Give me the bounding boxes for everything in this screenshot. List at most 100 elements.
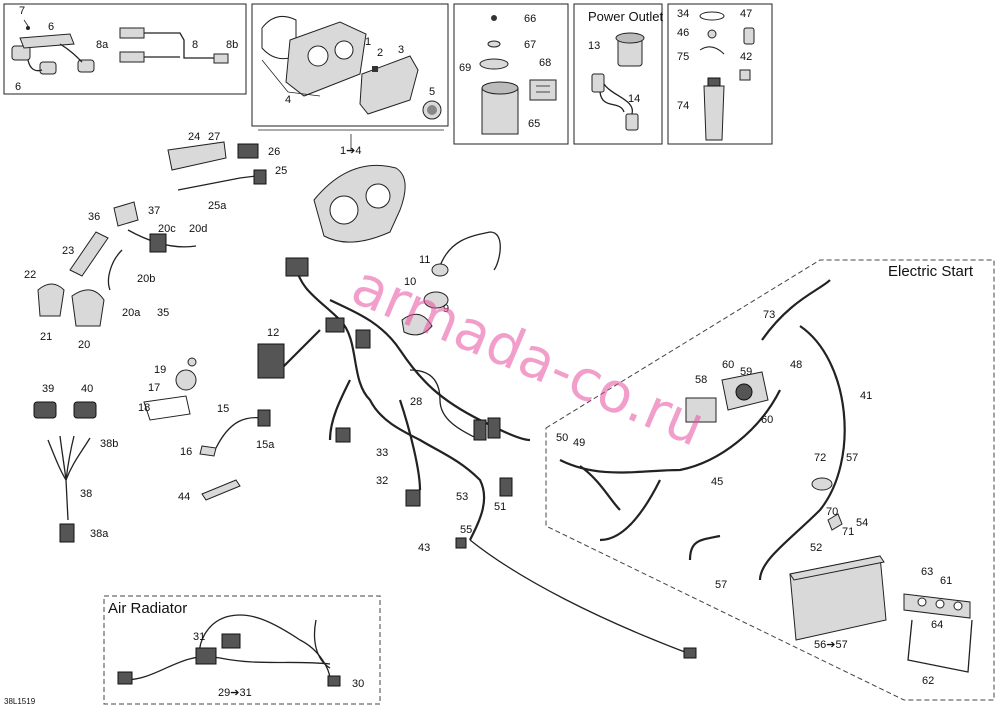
drawing-id: 38L1519 <box>4 697 36 706</box>
callout-68: 68 <box>539 57 551 69</box>
callout-60: 60 <box>722 359 734 371</box>
callout-59: 59 <box>740 366 752 378</box>
box-instrument-cluster <box>251 3 449 127</box>
callout-63: 63 <box>921 566 933 578</box>
callout-44: 44 <box>178 491 190 503</box>
section-title-electric-start: Electric Start <box>888 263 974 280</box>
callout-2: 2 <box>377 47 383 59</box>
key-switch-parts <box>401 231 501 336</box>
box-handlebar-switch <box>3 3 247 95</box>
instrument-cluster-assembly <box>258 129 444 243</box>
callout-8a: 8a <box>96 39 109 51</box>
callout-8b: 8b <box>226 39 238 51</box>
callout-20c: 20c <box>158 223 176 235</box>
callout-26: 26 <box>268 146 280 158</box>
callout-45: 45 <box>711 476 723 488</box>
callout-27: 27 <box>208 131 220 143</box>
callout-13: 13 <box>588 40 600 52</box>
callout-73: 73 <box>763 309 775 321</box>
electric-start-region <box>545 259 995 701</box>
air-radiator-region <box>103 595 381 705</box>
callout-32: 32 <box>376 475 388 487</box>
callout-16: 16 <box>180 446 192 458</box>
callout-30: 30 <box>352 678 364 690</box>
callout-55: 55 <box>460 524 472 536</box>
callout-14: 14 <box>628 93 640 105</box>
callout-23: 23 <box>62 245 74 257</box>
callout-6: 6 <box>15 81 21 93</box>
callout-36: 36 <box>88 211 100 223</box>
callout-25: 25 <box>275 165 287 177</box>
section-title-air-radiator: Air Radiator <box>108 600 187 617</box>
callout-24: 24 <box>188 131 200 143</box>
callout-67: 67 <box>524 39 536 51</box>
callout-41: 41 <box>860 390 872 402</box>
callout-28: 28 <box>410 396 422 408</box>
callout-66: 66 <box>524 13 536 25</box>
box-gauge-parts <box>453 3 569 145</box>
callout-34: 34 <box>677 8 689 20</box>
callout-3: 3 <box>398 44 404 56</box>
callout-74: 74 <box>677 100 689 112</box>
callout-39: 39 <box>42 383 54 395</box>
callout-64: 64 <box>931 619 943 631</box>
callout-15: 15 <box>217 403 229 415</box>
callout-29-to-31: 29➔31 <box>218 687 252 699</box>
callout-1: 1 <box>365 36 371 48</box>
section-title-power-outlet: Power Outlet <box>588 9 664 24</box>
callout-56-to-57: 56➔57 <box>814 639 848 651</box>
callout-58: 58 <box>695 374 707 386</box>
callout-12: 12 <box>267 327 279 339</box>
callout-70: 70 <box>826 506 838 518</box>
callout-52: 52 <box>810 542 822 554</box>
callout-53: 53 <box>456 491 468 503</box>
main-wiring-harness <box>257 257 697 659</box>
switches-38 <box>33 401 97 543</box>
left-controls <box>37 141 267 327</box>
callout-20: 20 <box>78 339 90 351</box>
callout-43: 43 <box>418 542 430 554</box>
callout-31: 31 <box>193 631 205 643</box>
callout-42: 42 <box>740 51 752 63</box>
callout-65: 65 <box>528 118 540 130</box>
callout-1-to-4: 1➔4 <box>340 145 361 157</box>
callout-38b: 38b <box>100 438 118 450</box>
callout-51: 51 <box>494 501 506 513</box>
box-consumables <box>667 3 773 145</box>
callout-72: 72 <box>814 452 826 464</box>
callout-20d: 20d <box>189 223 207 235</box>
callout-20b: 20b <box>137 273 155 285</box>
callout-62: 62 <box>922 675 934 687</box>
sensors-left <box>143 357 271 501</box>
callout-20a: 20a <box>122 307 141 319</box>
callout-22: 22 <box>24 269 36 281</box>
callout-46: 46 <box>677 27 689 39</box>
callout-8: 8 <box>192 39 198 51</box>
callout-18: 18 <box>138 402 150 414</box>
callout-61: 61 <box>940 575 952 587</box>
callout-71: 71 <box>842 526 854 538</box>
callout-54: 54 <box>856 517 868 529</box>
callout-7: 7 <box>19 5 25 17</box>
callout-50: 50 <box>556 432 568 444</box>
callout-37: 37 <box>148 205 160 217</box>
callout-48: 48 <box>790 359 802 371</box>
callout-6: 6 <box>48 21 54 33</box>
callout-21: 21 <box>40 331 52 343</box>
callout-69: 69 <box>459 62 471 74</box>
callout-10: 10 <box>404 276 416 288</box>
callout-labels: 7 6 6 8a 8 8b 1 2 3 4 5 66 67 68 69 65 1… <box>15 5 952 699</box>
callout-38a: 38a <box>90 528 109 540</box>
callout-4: 4 <box>285 94 291 106</box>
callout-15a: 15a <box>256 439 275 451</box>
callout-9: 9 <box>443 303 449 315</box>
callout-19: 19 <box>154 364 166 376</box>
callout-5: 5 <box>429 86 435 98</box>
callout-57: 57 <box>846 452 858 464</box>
callout-40: 40 <box>81 383 93 395</box>
callout-35: 35 <box>157 307 169 319</box>
callout-25a: 25a <box>208 200 227 212</box>
callout-49: 49 <box>573 437 585 449</box>
callout-60: 60 <box>761 414 773 426</box>
